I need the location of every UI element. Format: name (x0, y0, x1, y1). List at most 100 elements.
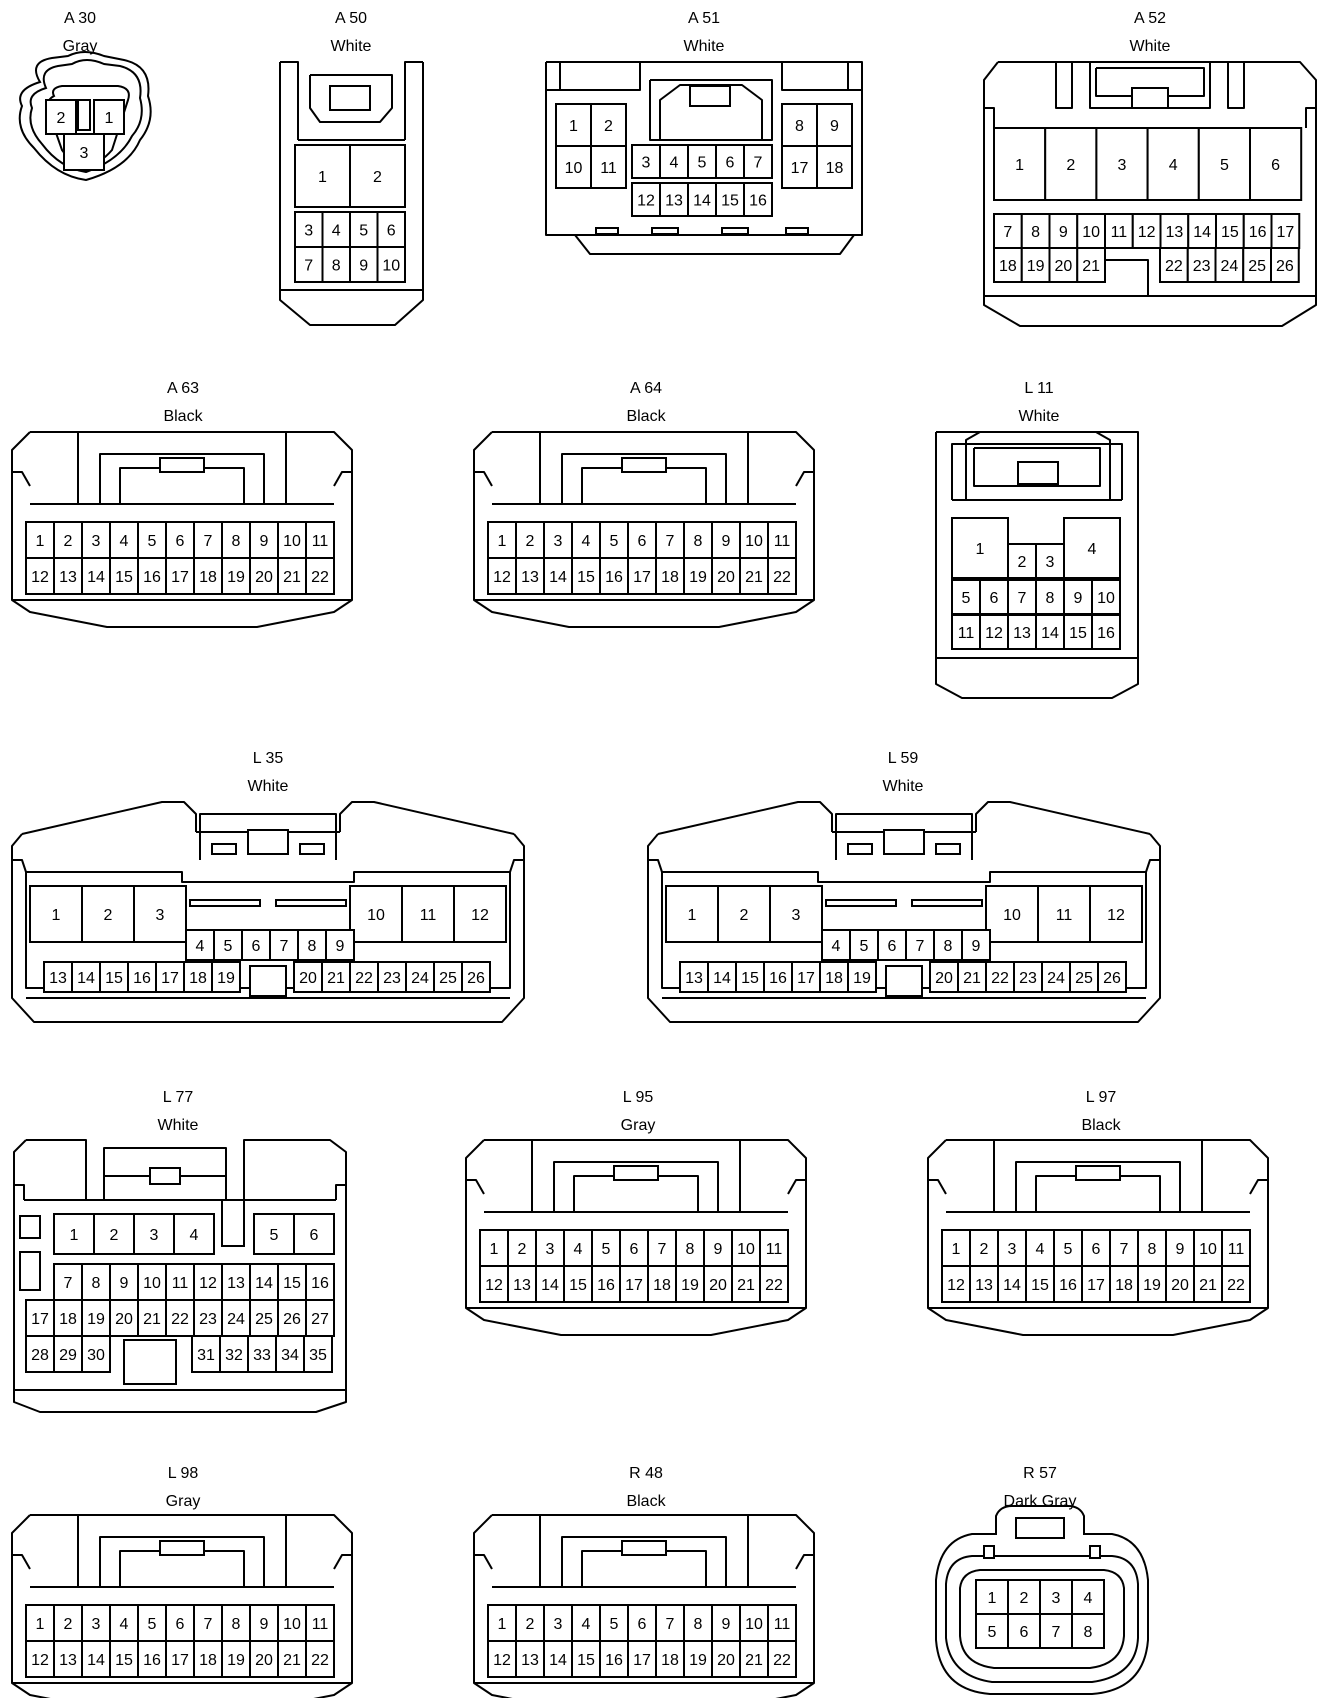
pin-cavity: 2 (1007, 1579, 1041, 1615)
pin-number: 10 (737, 1241, 755, 1258)
pin-number: 17 (31, 1311, 49, 1328)
pin-cavity: 3 (543, 521, 573, 559)
pin-number: 3 (150, 1227, 159, 1244)
pin-cavity: 20 (711, 557, 741, 595)
pin-number: 20 (115, 1311, 133, 1328)
pin-number: 14 (1041, 625, 1059, 642)
connector-color: Black (1081, 1117, 1121, 1134)
pin-number: 15 (577, 569, 595, 586)
pin-cavity: 5 (253, 1213, 295, 1255)
pin-cavity: 6 (619, 1229, 649, 1267)
pin-cavity: 8 (933, 929, 963, 961)
pin-number: 19 (87, 1311, 105, 1328)
pin-number: 17 (171, 1652, 189, 1669)
pin-number: 14 (1003, 1277, 1021, 1294)
connector-color: Gray (62, 38, 98, 55)
pin-cavity: 23 (1186, 247, 1217, 283)
pin-number: 19 (217, 970, 235, 987)
pin-number: 8 (694, 1616, 703, 1633)
pin-cavity: 13 (1007, 614, 1037, 650)
pin-number: 24 (227, 1311, 245, 1328)
pin-cavity: 8 (1020, 213, 1051, 249)
pin-cavity: 14 (71, 961, 101, 993)
pin-cavity: 14 (1187, 213, 1217, 249)
pin-number: 2 (1066, 157, 1075, 174)
pin-cavity: 5 (591, 1229, 621, 1267)
pin-number: 11 (1056, 907, 1073, 924)
pin-cavity: 7 (647, 1229, 677, 1267)
pin-number: 1 (36, 1616, 45, 1633)
pin-cavity: 5 (1197, 127, 1252, 201)
pin-number: 4 (120, 533, 129, 550)
pin-number: 21 (745, 569, 763, 586)
pin-cavity: 22 (1221, 1265, 1251, 1303)
pin-number: 18 (59, 1311, 77, 1328)
pin-number: 15 (569, 1277, 587, 1294)
pin-cavity: 15 (1215, 213, 1245, 249)
pin-number: 5 (698, 155, 707, 172)
pin-number: 22 (1227, 1277, 1245, 1294)
pin-number: 10 (367, 907, 385, 924)
pin-cavity: 1 (555, 103, 592, 147)
pin-cavity: 11 (1037, 885, 1091, 943)
pin-cavity: 25 (1242, 247, 1272, 283)
pin-number: 9 (830, 118, 839, 135)
connector-id: A 51 (687, 10, 721, 27)
pin-number: 18 (661, 1652, 679, 1669)
pin-cavity: 22 (767, 1640, 797, 1678)
pin-cavity: 11 (759, 1229, 789, 1267)
pin-cavity: 2 (515, 1604, 545, 1642)
pin-cavity: 20 (1048, 247, 1079, 283)
connector-color: White (330, 38, 372, 55)
pin-number: 25 (255, 1311, 273, 1328)
pin-cavity: 3 (81, 521, 111, 559)
pin-cavity: 2 (590, 103, 627, 147)
pin-number: 17 (791, 160, 809, 177)
pin-cavity: 6 (1249, 127, 1303, 201)
pin-number: 20 (255, 1652, 273, 1669)
pin-number: 4 (1036, 1241, 1045, 1258)
pin-cavity: 19 (211, 961, 241, 993)
pin-number: 26 (467, 970, 485, 987)
pin-cavity: 6 (979, 579, 1009, 615)
pin-number: 20 (709, 1277, 727, 1294)
pin-cavity: 10 (137, 1263, 167, 1301)
pin-number: 15 (283, 1275, 301, 1292)
pin-cavity: 9 (711, 1604, 741, 1642)
pin-number: 8 (1148, 1241, 1157, 1258)
pin-cavity: 3 (1095, 127, 1149, 201)
pin-number: 1 (688, 907, 697, 924)
pin-number: 1 (490, 1241, 499, 1258)
pin-number: 5 (1064, 1241, 1073, 1258)
pin-cavity: 3 (133, 1213, 175, 1255)
pin-cavity: 5 (849, 929, 879, 961)
pin-cavity: 4 (1146, 127, 1200, 201)
pin-number: 18 (653, 1277, 671, 1294)
connector-color: Gray (165, 1493, 201, 1510)
pin-cavity: 8 (297, 929, 327, 961)
pin-cavity: 3 (133, 885, 187, 943)
pin-cavity: 12 (25, 557, 55, 595)
pin-cavity: 14 (81, 1640, 111, 1678)
pin-number: 17 (633, 1652, 651, 1669)
pin-number: 27 (311, 1311, 329, 1328)
pin-cavity: 3 (81, 1604, 111, 1642)
pin-cavity: 1 (975, 1579, 1009, 1615)
pin-cavity: 14 (81, 557, 111, 595)
pin-number: 13 (521, 1652, 539, 1669)
pin-number: 12 (31, 1652, 49, 1669)
pin-cavity: 7 (655, 1604, 685, 1642)
pin-cavity: 3 (631, 144, 661, 179)
pin-number: 17 (161, 970, 179, 987)
pin-cavity: 16 (127, 961, 157, 993)
pin-cavity: 16 (599, 557, 629, 595)
pin-cavity: 2 (515, 521, 545, 559)
pin-cavity: 1 (993, 127, 1047, 201)
pin-cavity: 9 (703, 1229, 733, 1267)
